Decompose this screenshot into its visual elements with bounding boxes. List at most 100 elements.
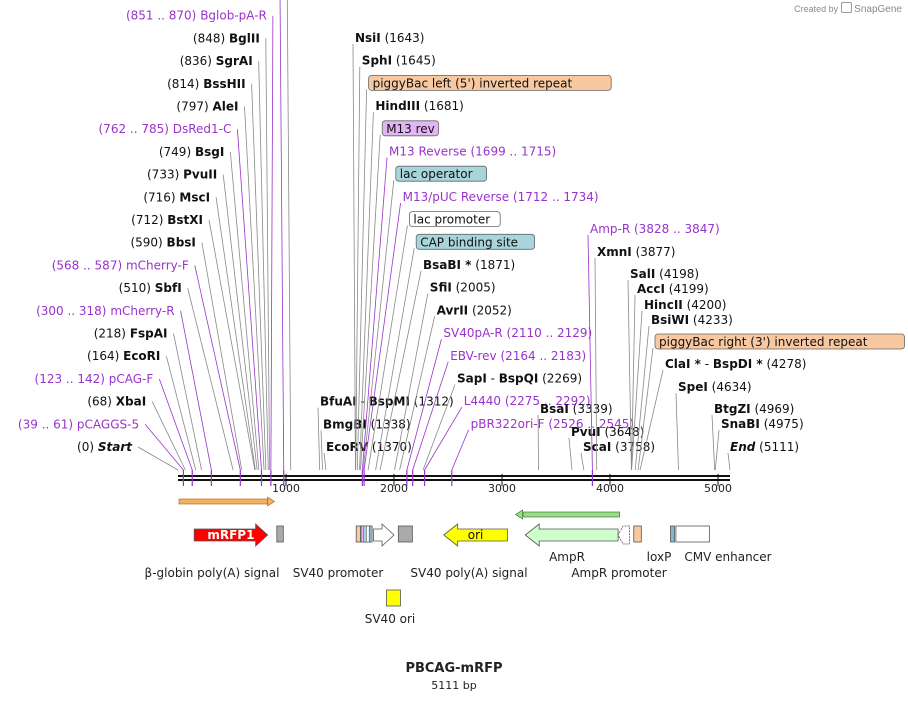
label-sphi[interactable]: SphI (1645) [362,54,436,68]
label-alei[interactable]: (797) AleI [176,100,238,114]
label-part: (1871) [471,258,515,272]
label-m13-rev[interactable]: M13 rev [381,120,439,137]
label-text: (797) AleI [176,100,238,114]
snapgene-logo-icon [840,2,852,13]
label-pvuii[interactable]: (733) PvuII [147,168,217,182]
caption-beta-globin: β-globin poly(A) signal [145,566,280,580]
label-bmgbi[interactable]: BmgBI (1338) [323,417,411,431]
label-start[interactable]: (0) Start [77,440,133,454]
label-nsii[interactable]: NsiI (1643) [355,31,424,45]
label-pbr322ori-f[interactable]: pBR322ori-F (2526 .. 2545) [471,417,634,431]
label-end[interactable]: End (5111) [730,440,799,454]
label-part: SphI [362,54,392,68]
leader-line [631,310,643,471]
label-text: (762 .. 785) DsRed1-C [99,122,232,136]
label-lac-operator[interactable]: lac operator [395,165,487,182]
label-text: (0) Start [77,440,133,454]
label-snabi[interactable]: SnaBI (4975) [721,417,804,431]
label-part: BspQI [499,372,539,386]
label-pcag-f[interactable]: (123 .. 142) pCAG-F [35,372,154,386]
label-xmni[interactable]: XmnI (3877) [597,245,675,259]
label-spei[interactable]: SpeI (4634) [678,380,752,394]
label-bfuai[interactable]: BfuAI - BspMI (1312) [320,395,454,409]
label-text: AccI (4199) [637,282,709,296]
label-m13-reverse[interactable]: M13 Reverse (1699 .. 1715) [389,145,556,159]
label-text: EBV-rev (2164 .. 2183) [450,349,586,363]
label-part: SfiI [430,281,452,295]
label-part: (2052) [468,303,512,317]
feature-piggybac-right [633,525,642,543]
label-bsabi[interactable]: BsaBI * (1871) [423,258,515,272]
label-part: (1681) [420,99,464,113]
snapgene-credit: Created by SnapGene [794,2,902,15]
label-bglii[interactable]: (848) BglII [193,31,260,45]
feature-label-box [654,333,905,350]
feature-label-box [381,120,439,137]
map-title: PBCAG-mRFP [405,661,503,676]
leader-line [323,452,327,471]
label-sapi[interactable]: SapI - BspQI (2269) [457,372,582,386]
leader-line [317,407,321,471]
leader-line [258,61,269,471]
label-pvui[interactable]: PvuI (3648) [571,425,644,439]
label-part: (848) [193,31,229,45]
label-clai[interactable]: ClaI * - BspDI * (4278) [665,357,806,371]
label-part: (164) [87,349,123,363]
label-bstxi[interactable]: (712) BstXI [131,213,203,227]
label-part: FspAI [130,327,168,341]
label-bsiwi[interactable]: BsiWI (4233) [651,313,733,327]
label-part: AccI [637,282,665,296]
label-piggybac-right-3-inverted-repeat[interactable]: piggyBac right (3') inverted repeat [654,333,905,350]
label-sgrai[interactable]: (836) SgrAI [180,54,253,68]
label-ecori[interactable]: (164) EcoRI [87,349,160,363]
label-sfii[interactable]: SfiI (2005) [430,281,496,295]
leader-line [637,347,654,471]
label-avrii[interactable]: AvrII (2052) [437,303,512,317]
label-dsred1-c[interactable]: (762 .. 785) DsRed1-C [99,122,232,136]
label-ebv-rev[interactable]: EBV-rev (2164 .. 2183) [450,349,586,363]
label-hincii[interactable]: HincII (4200) [644,298,726,312]
label-text: (590) BbsI [130,236,195,250]
label-cap-binding-site[interactable]: CAP binding site [415,233,536,250]
label-part: (836) [180,54,216,68]
label-part: (1699 .. 1715) [467,145,557,159]
map-length: 5111 bp [431,679,477,692]
label-lac-promoter[interactable]: lac promoter [408,211,501,228]
leader-line [424,406,463,471]
label-part: M13/pUC Reverse [403,190,510,204]
label-text: piggyBac right (3') inverted repeat [659,335,868,349]
label-bsshii[interactable]: (814) BssHII [167,77,246,91]
label-btgzi[interactable]: BtgZI (4969) [714,402,794,416]
label-sali[interactable]: SalI (4198) [630,267,699,281]
label-hindiii[interactable]: HindIII (1681) [375,99,463,113]
label-part: (3339) [569,402,613,416]
label-bglob-pa-r[interactable]: (851 .. 870) Bglob-pA-R [126,9,267,23]
label-text: BsaBI * (1871) [423,258,515,272]
label-part: AleI [212,100,238,114]
label-pcaggs-5[interactable]: (39 .. 61) pCAGGS-5 [18,417,139,431]
label-bbsi[interactable]: (590) BbsI [130,236,195,250]
label-text: (68) XbaI [87,395,146,409]
label-text: lac operator [400,167,473,181]
label-piggybac-left-5-inverted-repeat[interactable]: piggyBac left (5') inverted repeat [368,75,612,91]
label-bsgi[interactable]: (749) BsgI [159,145,224,159]
credit-brand: SnapGene [854,4,902,15]
label-mcherry-f[interactable]: (568 .. 587) mCherry-F [52,258,189,272]
label-part: (716) [143,190,179,204]
label-msci[interactable]: (716) MscI [143,190,210,204]
label-m13-puc-reverse[interactable]: M13/pUC Reverse (1712 .. 1734) [403,190,599,204]
label-amp-r[interactable]: Amp-R (3828 .. 3847) [590,222,720,236]
label-mcherry-r[interactable]: (300 .. 318) mCherry-R [36,304,175,318]
leader-line [412,361,449,471]
label-l4440[interactable]: L4440 (2275 .. 2292) [464,394,591,408]
label-bsai[interactable]: BsaI (3339) [540,402,613,416]
caption-sv40-ori: SV40 ori [365,612,416,626]
label-sv40pa-r[interactable]: SV40pA-R (2110 .. 2129) [443,326,592,340]
label-xbai[interactable]: (68) XbaI [87,395,146,409]
label-text: M13 Reverse (1699 .. 1715) [389,145,556,159]
label-part: DsRed1-C [173,122,232,136]
label-sbfi[interactable]: (510) SbfI [119,281,182,295]
label-acci[interactable]: AccI (4199) [637,282,709,296]
label-fspai[interactable]: (218) FspAI [94,327,168,341]
label-part: BmgBI [323,417,367,431]
